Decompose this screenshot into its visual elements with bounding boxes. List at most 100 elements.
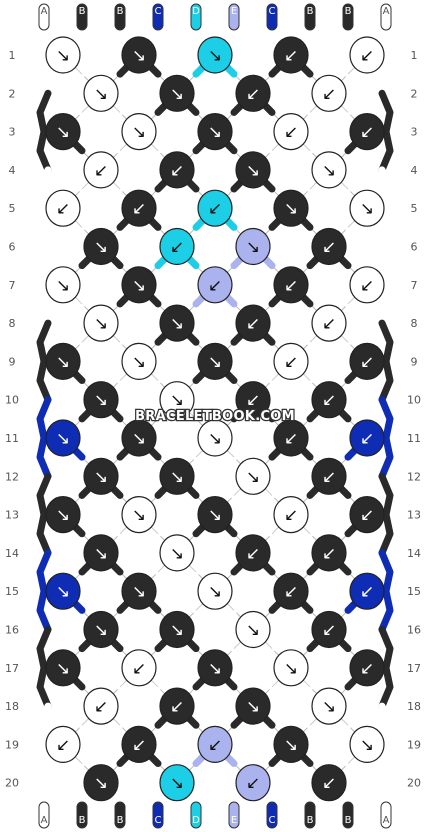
- knot: ↘: [121, 572, 157, 610]
- knot-arrow-icon: ↘: [170, 467, 184, 487]
- knot-shape: [235, 534, 271, 572]
- knot-shape: [159, 764, 195, 802]
- knot: ↙: [311, 764, 347, 802]
- knot-arrow-icon: ↘: [360, 735, 374, 755]
- knot-shape: [311, 227, 347, 266]
- knot: ↙: [349, 572, 385, 610]
- knot-shape: [83, 304, 119, 342]
- strand-end: [152, 3, 164, 31]
- knot: ↘: [159, 304, 195, 342]
- knot-shape: [273, 266, 309, 304]
- knot-arrow-icon: ↘: [56, 276, 70, 296]
- knot: ↙: [235, 304, 271, 342]
- knot-shape: [159, 457, 195, 495]
- knot-arrow-icon: ↘: [284, 735, 298, 755]
- knot-shape: [159, 534, 195, 572]
- knot-arrow-icon: ↘: [208, 506, 222, 526]
- row-number: 6: [9, 241, 16, 254]
- knot: ↘: [83, 74, 119, 112]
- row-number: 17: [5, 662, 19, 675]
- knot-shape: [159, 381, 195, 419]
- edge-thread: [378, 204, 394, 250]
- knot-shape: [45, 495, 81, 534]
- knot-arrow-icon: ↘: [94, 391, 108, 411]
- knot: ↙: [45, 189, 81, 227]
- knot: ↘: [159, 534, 195, 572]
- edge-thread: [36, 740, 52, 787]
- knot-shape: [197, 342, 233, 380]
- knot-arrow-icon: ↘: [94, 314, 108, 334]
- knot: ↘: [83, 227, 119, 266]
- knot-arrow-icon: ↘: [246, 238, 260, 258]
- knot: ↙: [159, 227, 195, 266]
- knot-arrow-icon: ↘: [94, 621, 108, 641]
- knot-shape: [197, 189, 233, 227]
- row-number: 20: [5, 777, 19, 790]
- knot: ↘: [45, 572, 81, 610]
- row-number: 2: [9, 87, 16, 100]
- knot: ↘: [121, 419, 157, 457]
- knot: ↘: [197, 572, 233, 610]
- row-number: 19: [407, 738, 421, 751]
- knot-arrow-icon: ↙: [246, 391, 260, 411]
- row-number: 7: [411, 279, 418, 292]
- strand-end: [114, 3, 126, 31]
- strand-end: [76, 801, 88, 829]
- knot-arrow-icon: ↘: [94, 467, 108, 487]
- knot-arrow-icon: ↙: [94, 697, 108, 717]
- knot-arrow-icon: ↙: [322, 391, 336, 411]
- knot-shape: [83, 381, 119, 419]
- knot: ↘: [83, 304, 119, 342]
- knot: ↘: [159, 764, 195, 802]
- knot: ↘: [45, 342, 81, 380]
- knot: ↘: [45, 419, 81, 457]
- knot: ↙: [311, 610, 347, 649]
- knot: ↘: [197, 342, 233, 380]
- knot-arrow-icon: ↙: [246, 544, 260, 564]
- knot-layer: ↘↘↘↙↙↘↘↙↙↘↘↘↙↙↙↙↘↘↙↙↙↘↘↘↙↘↙↘↘↙↙↙↘↘↙↙↘↘↘↙…: [45, 36, 385, 802]
- edge-thread: [378, 702, 394, 748]
- knot: ↙: [311, 227, 347, 266]
- row-number: 19: [5, 738, 19, 751]
- row-number: 15: [407, 585, 421, 598]
- strand-letter: C: [269, 815, 276, 826]
- knot: ↙: [83, 151, 119, 189]
- knot-arrow-icon: ↙: [360, 123, 374, 143]
- knot-shape: [83, 74, 119, 112]
- knot: ↙: [197, 725, 233, 764]
- knot-arrow-icon: ↙: [322, 544, 336, 564]
- knot: ↙: [349, 36, 385, 74]
- knot-shape: [121, 725, 157, 764]
- strand-end: [152, 801, 164, 829]
- knot-shape: [311, 151, 347, 189]
- knot-shape: [273, 419, 309, 457]
- strand-end: [342, 801, 354, 829]
- knot-shape: [83, 534, 119, 572]
- edge-thread: [36, 281, 52, 327]
- knot-shape: [197, 419, 233, 457]
- knot-arrow-icon: ↙: [284, 429, 298, 449]
- knot: ↙: [273, 419, 309, 457]
- knot: ↘: [121, 495, 157, 534]
- knot: ↘: [83, 457, 119, 495]
- knot-shape: [121, 649, 157, 687]
- knot: ↙: [235, 381, 271, 419]
- edge-thread: [36, 204, 52, 250]
- knot-arrow-icon: ↘: [94, 544, 108, 564]
- knot-shape: [235, 304, 271, 342]
- strand-end: [190, 3, 202, 31]
- knot-arrow-icon: ↘: [56, 582, 70, 602]
- strand-letter: C: [155, 6, 162, 17]
- knot: ↙: [273, 342, 309, 380]
- knot-arrow-icon: ↘: [132, 123, 146, 143]
- knot-shape: [235, 381, 271, 419]
- knot-shape: [45, 36, 81, 74]
- knot-shape: [159, 74, 195, 112]
- strand-end: [228, 801, 240, 829]
- knot-arrow-icon: ↙: [284, 506, 298, 526]
- knot: ↙: [121, 649, 157, 687]
- strand-end: [38, 3, 50, 31]
- knot: ↙: [349, 266, 385, 304]
- knot: ↙: [197, 189, 233, 227]
- knot-shape: [273, 725, 309, 764]
